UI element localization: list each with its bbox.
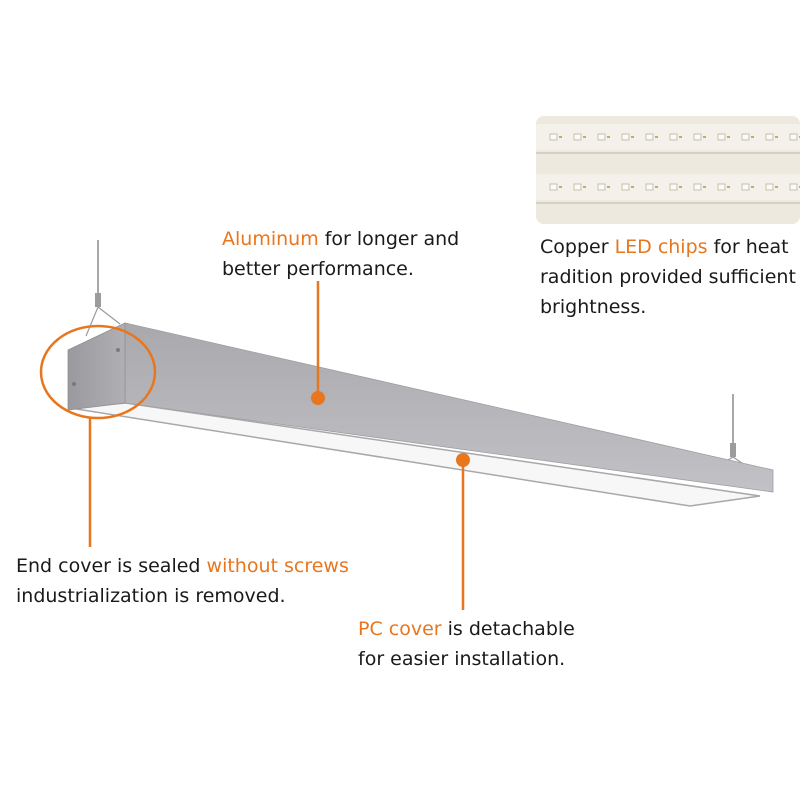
led-chip [573,133,582,141]
led-strip-inset-photo [536,116,800,224]
end-cover-text-line2: industrialization is removed. [16,585,286,607]
solder-pad [655,186,658,188]
led-chip-row-bottom [549,183,800,191]
end-cover-highlight: without screws [206,555,349,577]
solder-pad [631,136,634,138]
led-chip [693,133,702,141]
solder-pad [559,136,562,138]
leader-lines [88,281,465,610]
led-chips-highlight: LED chips [614,236,708,258]
solder-pad [679,186,682,188]
led-chip [789,183,798,191]
led-chip [669,133,678,141]
pc-cover-callout-dot [456,453,470,467]
led-chip [717,183,726,191]
led-chip [645,133,654,141]
led-chip [621,133,630,141]
led-chip [717,133,726,141]
led-chip [549,183,558,191]
linear-light-fixture [67,322,774,507]
end-cover-callout: End cover is sealed without screws indus… [16,551,349,611]
aluminum-callout-dot [311,391,325,405]
pc-cover-callout: PC cover is detachable for easier instal… [358,614,575,674]
solder-pad [607,136,610,138]
led-chips-text-post: for heat [707,236,789,258]
solder-pad [703,136,706,138]
solder-pad [703,186,706,188]
solder-pad [727,186,730,188]
led-chip [765,133,774,141]
led-chip [741,133,750,141]
solder-pad [631,186,634,188]
led-chip [741,183,750,191]
led-chip [621,183,630,191]
led-chip-row-top [549,133,800,141]
led-chips-text-line3: brightness. [540,296,647,318]
led-chips-text-line2: radition provided sufficient [540,266,796,288]
pc-cover-highlight: PC cover [358,618,442,640]
led-chip [693,183,702,191]
led-chip [669,183,678,191]
led-chip [645,183,654,191]
led-chips-text-pre: Copper [540,236,615,258]
solder-pad [751,186,754,188]
solder-pad [679,136,682,138]
solder-pad [583,136,586,138]
end-cover-text-pre: End cover is sealed [16,555,207,577]
aluminum-highlight: Aluminum [222,228,319,250]
solder-pad [751,136,754,138]
led-chip [573,183,582,191]
aluminum-text-line1: for longer and [318,228,460,250]
led-chip [789,133,798,141]
led-chip [549,133,558,141]
solder-pad [727,136,730,138]
led-chips-callout: Copper LED chips for heat radition provi… [540,232,796,322]
aluminum-text-line2: better performance. [222,258,414,280]
solder-pad [583,186,586,188]
solder-pad [775,186,778,188]
solder-pad [607,186,610,188]
solder-pad [775,136,778,138]
led-chip [765,183,774,191]
pc-cover-text-line2: for easier installation. [358,648,566,670]
solder-pad [655,136,658,138]
led-chip [597,183,606,191]
end-cover-highlight-circle [39,324,157,420]
end-cap [67,322,126,411]
led-chip [597,133,606,141]
aluminum-callout: Aluminum for longer and better performan… [222,224,459,284]
solder-pad [559,186,562,188]
pc-cover-text-line1: is detachable [441,618,575,640]
